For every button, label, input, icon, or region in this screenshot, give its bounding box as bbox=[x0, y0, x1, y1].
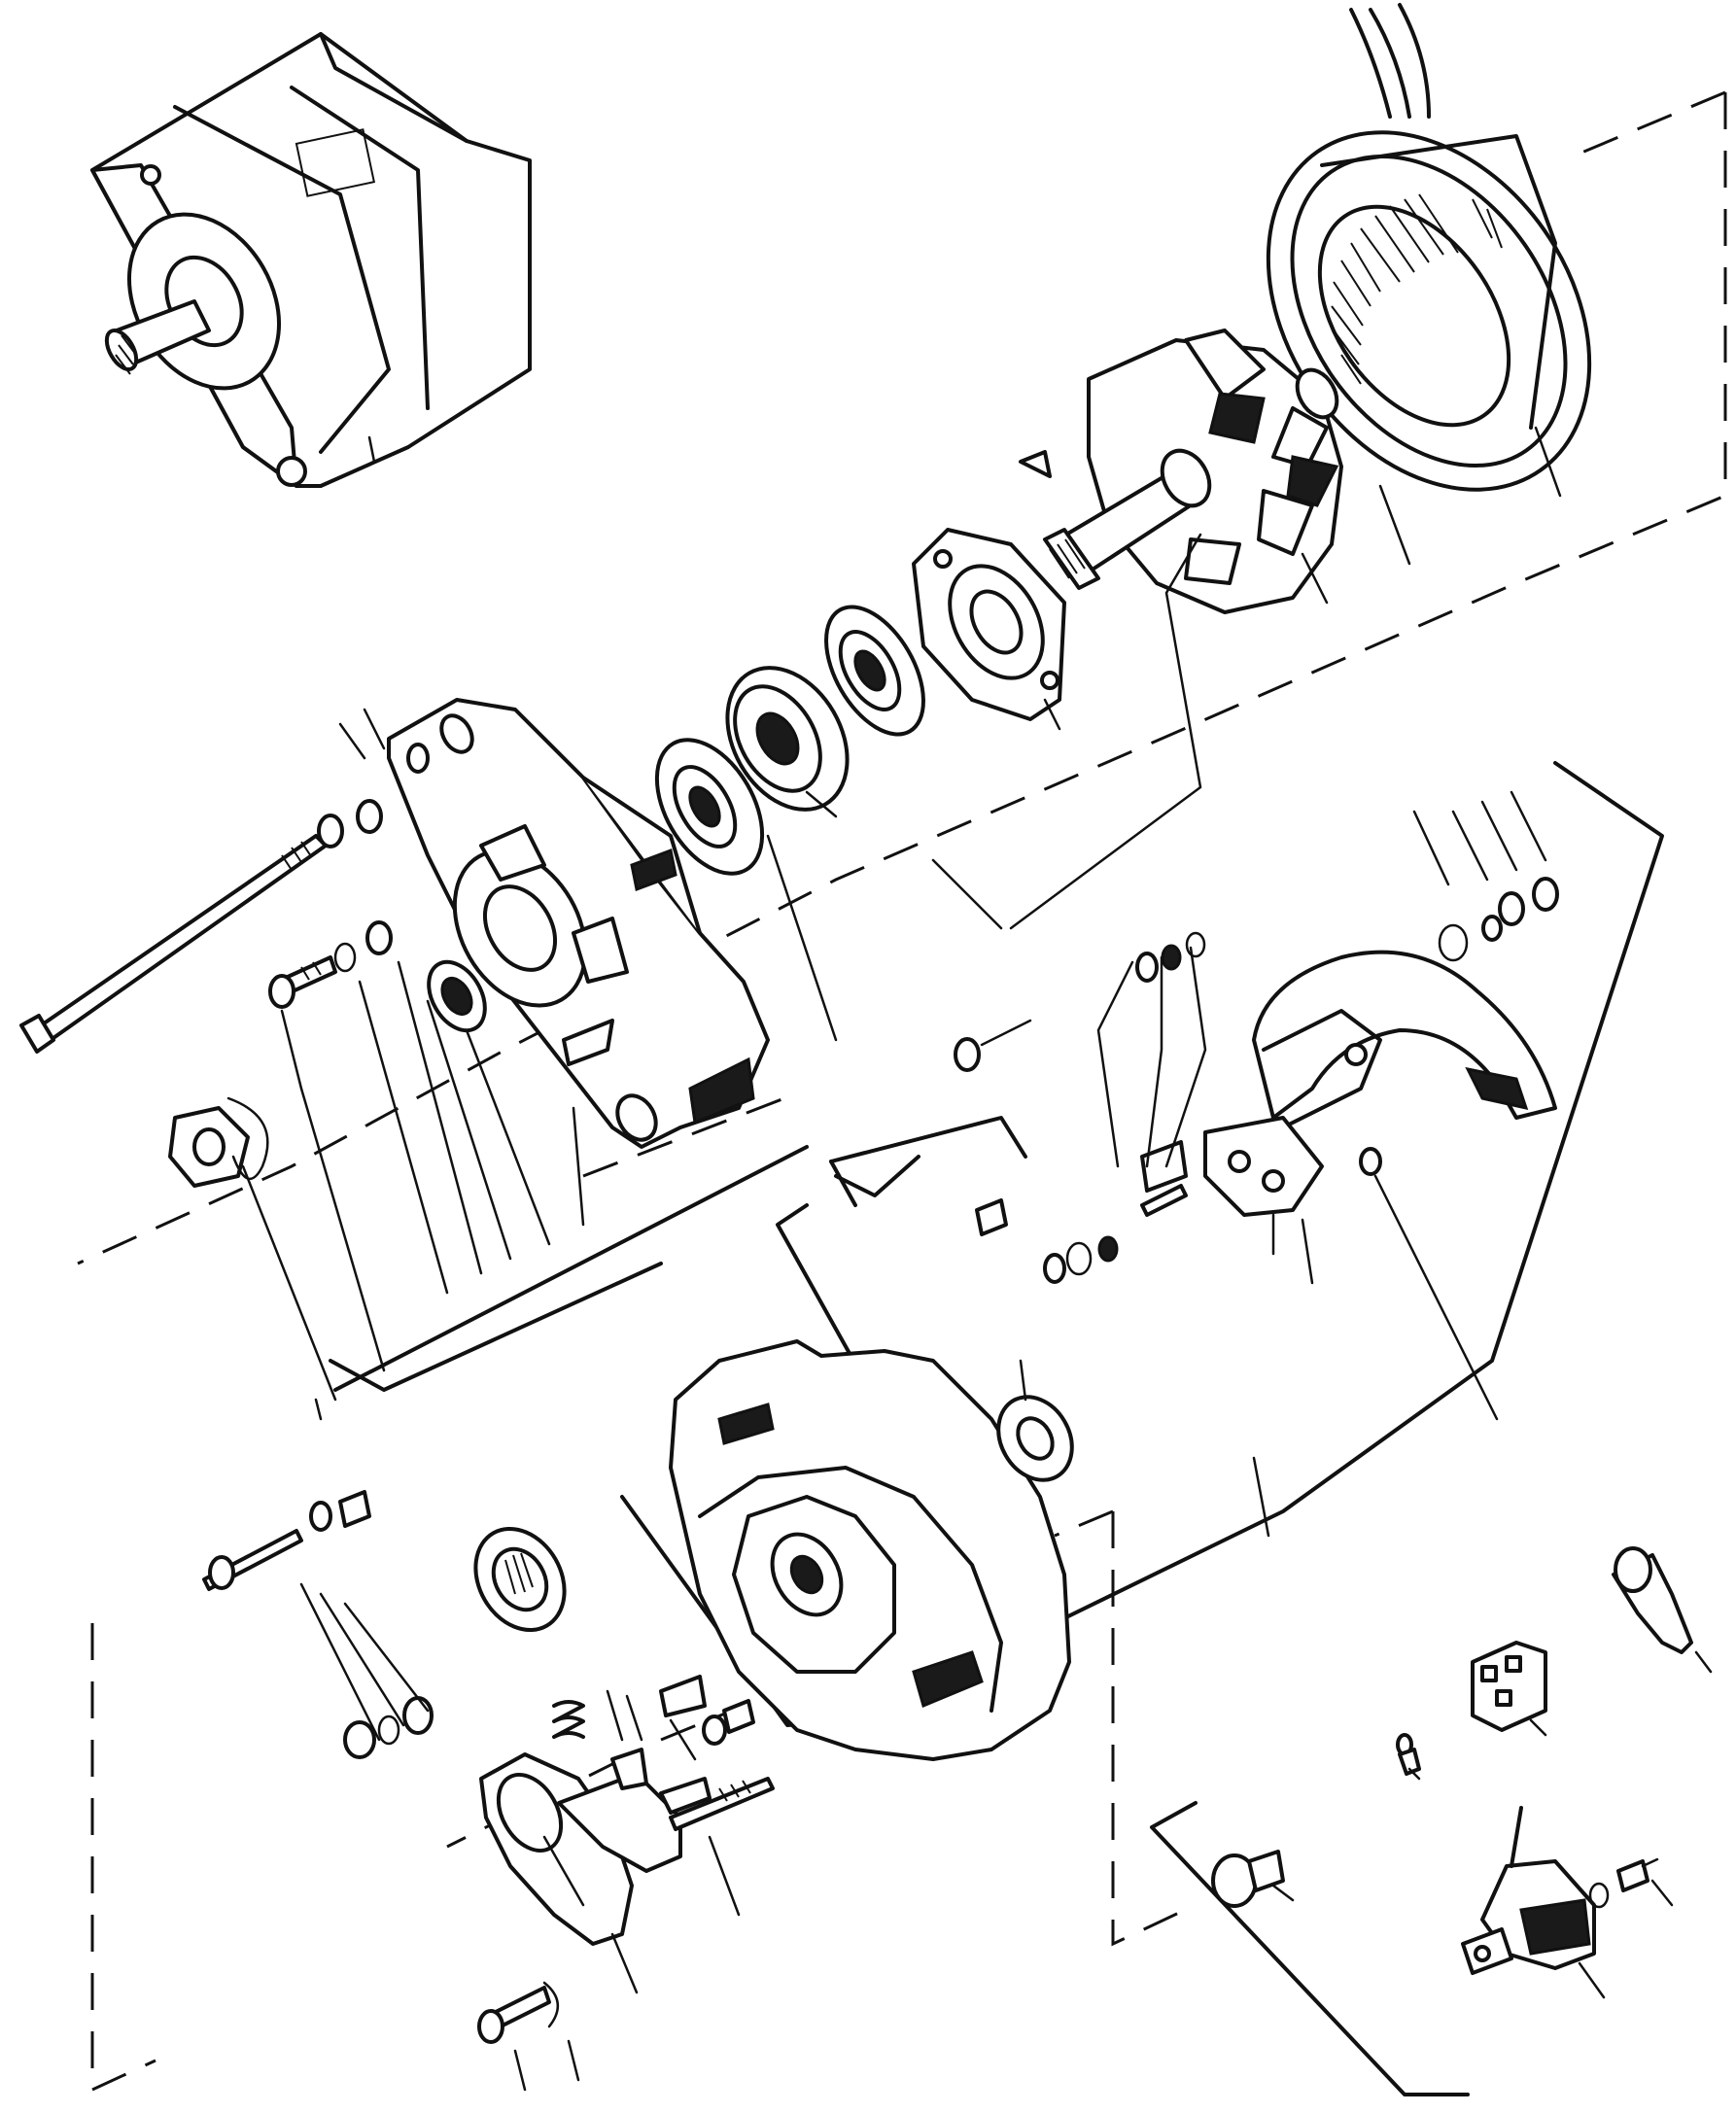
brush-holder-icon bbox=[477, 1198, 1008, 2044]
terminal-plug-icon bbox=[1211, 1546, 1693, 1975]
claw-pole-rotor-icon bbox=[1019, 329, 1343, 614]
slip-ring-end-frame-icon bbox=[669, 1339, 1074, 1761]
bolt-icon bbox=[19, 799, 487, 1188]
ball-bearing-icon bbox=[654, 528, 1066, 876]
alternator-assembly-icon bbox=[90, 32, 532, 488]
stator-winding-icon bbox=[1266, 3, 1592, 492]
leader-lines bbox=[241, 426, 1713, 2092]
drive-end-frame-icon bbox=[387, 698, 770, 1149]
needle-bearing-icon bbox=[202, 1490, 755, 1759]
rectifier-icon bbox=[954, 877, 1559, 1284]
